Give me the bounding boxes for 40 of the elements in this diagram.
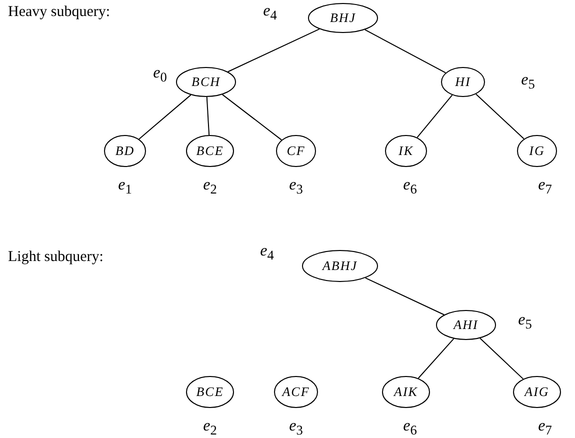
edge-name-label: e$_{3}$ [289, 176, 303, 198]
connector-line [222, 94, 282, 140]
edge-name-label: e$_{1}$ [118, 176, 132, 198]
node-label: AIG [524, 384, 550, 400]
node-label: BD [115, 143, 135, 159]
node-label: AIK [394, 384, 418, 400]
node-label: ABHJ [322, 258, 358, 274]
node-label: ACF [282, 384, 310, 400]
node-label: CF [286, 143, 306, 159]
connector-line [416, 94, 453, 138]
connector-line [227, 28, 320, 72]
edge-name-label: e$_{6}$ [403, 176, 417, 198]
connector-line [364, 277, 445, 316]
node-label: BCE [196, 143, 224, 159]
node-label: IK [398, 143, 414, 159]
edge-name-label: e$_{7}$ [538, 417, 552, 438]
connector-line [364, 29, 446, 74]
connector-line [206, 96, 210, 136]
edge-name-label: e$_{4}$ [260, 242, 274, 264]
edge-name-label: e$_{4}$ [263, 2, 277, 24]
edge-name-label: e$_{2}$ [203, 176, 217, 198]
connector-line [138, 94, 192, 140]
edge-name-label: e$_{6}$ [403, 417, 417, 438]
node-label: AHI [454, 317, 478, 333]
edge-name-label: e$_{0}$ [153, 64, 167, 86]
connector-line [480, 338, 524, 380]
edge-name-label: e$_{5}$ [518, 311, 532, 333]
edge-name-label: e$_{7}$ [538, 176, 552, 198]
node-label: HI [455, 74, 471, 90]
edge-name-label: e$_{2}$ [203, 417, 217, 438]
section-heading: Heavy subquery: [8, 4, 110, 21]
section-heading: Light subquery: [8, 249, 104, 266]
connector-line [418, 338, 454, 379]
node-label: BHJ [330, 10, 356, 26]
node-label: BCE [196, 384, 224, 400]
node-label: BCH [192, 74, 220, 90]
connector-line [475, 94, 524, 140]
node-label: IG [529, 143, 545, 159]
edge-name-label: e$_{3}$ [289, 417, 303, 438]
edge-name-label: e$_{5}$ [521, 71, 535, 93]
